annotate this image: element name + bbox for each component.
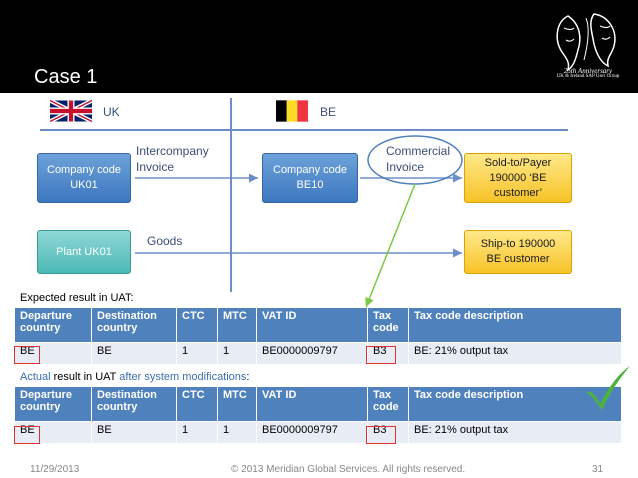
ship-to-box: Ship-to 190000 BE customer <box>464 230 572 274</box>
table-cell: BE <box>91 421 177 444</box>
be-label: BE <box>320 105 337 119</box>
table-cell: 1 <box>176 421 218 444</box>
title-bar <box>0 0 638 93</box>
highlight-departure <box>14 346 40 364</box>
header-cell: MTC <box>217 307 257 343</box>
header-cell: MTC <box>217 386 257 422</box>
company-code-uk01-box: Company code UK01 <box>37 153 131 203</box>
header-cell: VAT ID <box>256 307 368 343</box>
header-cell: Destination country <box>91 307 177 343</box>
table-row: BE BE 1 1 BE0000009797 B3 BE: 21% output… <box>14 421 622 444</box>
commercial-invoice-label: Commercial Invoice <box>386 144 451 174</box>
table-header-row: Departure country Destination country CT… <box>14 386 622 422</box>
header-cell: VAT ID <box>256 386 368 422</box>
table-cell: BE <box>91 342 177 365</box>
plant-uk01-box: Plant UK01 <box>37 230 131 274</box>
sold-to-payer-box: Sold-to/Payer 190000 ‘BE customer’ <box>464 153 572 203</box>
company-code-be10-box: Company code BE10 <box>262 153 358 203</box>
logo-caption: 25th Anniversary UK & Ireland SAP User G… <box>556 67 620 80</box>
actual-result-label: Actual result in UAT after system modifi… <box>20 371 250 383</box>
header-cell: CTC <box>176 386 218 422</box>
table-cell: 1 <box>176 342 218 365</box>
actual-result-table: Departure country Destination country CT… <box>14 386 622 444</box>
checkmark-icon <box>586 366 630 410</box>
table-cell: BE0000009797 <box>256 421 368 444</box>
header-cell: Departure country <box>14 386 92 422</box>
footer-date: 11/29/2013 <box>30 464 80 475</box>
uk-flag-icon <box>50 100 92 122</box>
table-cell: BE <box>14 342 92 365</box>
slide-title: Case 1 <box>34 66 98 88</box>
table-cell: 1 <box>217 421 257 444</box>
table-cell: BE0000009797 <box>256 342 368 365</box>
anniversary-logo-icon <box>556 13 616 72</box>
header-cell: Tax code <box>367 386 409 422</box>
table-cell: BE: 21% output tax <box>408 342 622 365</box>
highlight-taxcode <box>366 346 396 364</box>
goods-label: Goods <box>147 234 183 248</box>
header-cell: Tax code description <box>408 307 622 343</box>
table-cell: B3 <box>367 342 409 365</box>
expected-result-label: Expected result in UAT: <box>20 292 134 304</box>
be-flag-icon <box>276 100 308 122</box>
intercompany-invoice-label: Intercompany Invoice <box>136 144 209 174</box>
table-cell: BE: 21% output tax <box>408 421 622 444</box>
table-row: BE BE 1 1 BE0000009797 B3 BE: 21% output… <box>14 342 622 365</box>
highlight-departure-actual <box>14 426 40 444</box>
header-cell: CTC <box>176 307 218 343</box>
table-cell: 1 <box>217 342 257 365</box>
uk-label: UK <box>103 105 120 119</box>
expected-result-table: Departure country Destination country CT… <box>14 307 622 365</box>
header-cell: Destination country <box>91 386 177 422</box>
highlight-taxcode-actual <box>366 426 396 444</box>
page-number: 31 <box>592 464 604 475</box>
footer-copyright: © 2013 Meridian Global Services. All rig… <box>231 464 466 475</box>
table-header-row: Departure country Destination country CT… <box>14 307 622 343</box>
header-cell: Departure country <box>14 307 92 343</box>
header-cell: Tax code <box>367 307 409 343</box>
